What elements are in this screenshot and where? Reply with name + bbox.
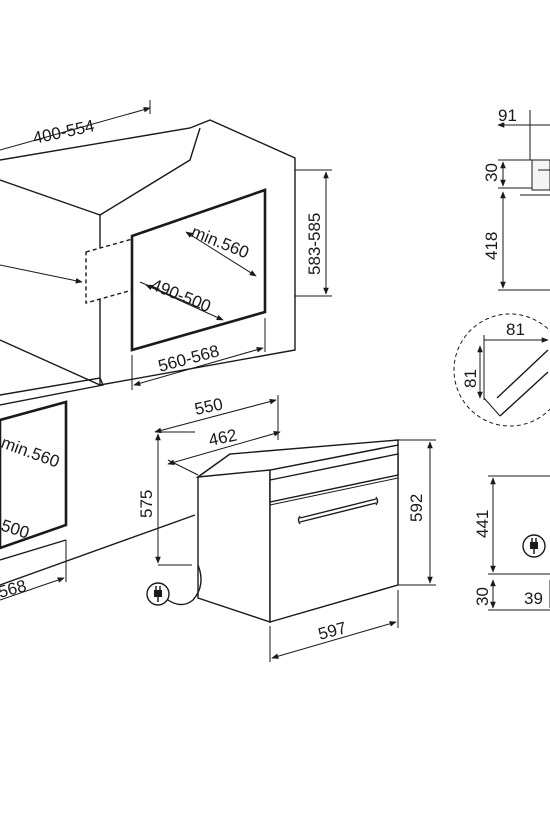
electric-plug-icon: [146, 582, 170, 606]
upper-wall-unit: [0, 119, 296, 406]
dim-oven-front-height: 592: [407, 494, 426, 522]
dim-bottom-width: 39: [524, 589, 543, 608]
dim-bottom-gap: 30: [473, 587, 492, 606]
electric-plug-icon: [522, 534, 546, 558]
dim-side-gap: 30: [482, 163, 501, 182]
detail-circle: 81 81: [453, 313, 550, 427]
dim-lower-cavity-width: 568: [0, 576, 28, 602]
dim-upper-cavity-width: 560-568: [156, 341, 221, 376]
dim-cavity-height: 583-585: [305, 213, 324, 275]
dim-bottom-height: 441: [473, 510, 492, 538]
oven-dimensions: 575 550 462 592 597: [137, 394, 436, 662]
dim-wall-depth: 400-554: [31, 116, 96, 148]
oven: [164, 439, 399, 623]
lower-wall-unit: [0, 400, 196, 586]
dim-side-height: 418: [482, 232, 501, 260]
dim-detail-height: 81: [461, 369, 480, 388]
dim-side-top: 91: [498, 106, 517, 125]
dim-oven-body-height: 575: [137, 490, 156, 518]
dim-oven-depth-body: 462: [207, 425, 239, 449]
dim-detail-width: 81: [506, 320, 525, 339]
side-view: 91 30 418: [482, 106, 550, 291]
dim-oven-front-width: 597: [316, 618, 348, 644]
bottom-section: 441 30 39: [473, 475, 550, 611]
